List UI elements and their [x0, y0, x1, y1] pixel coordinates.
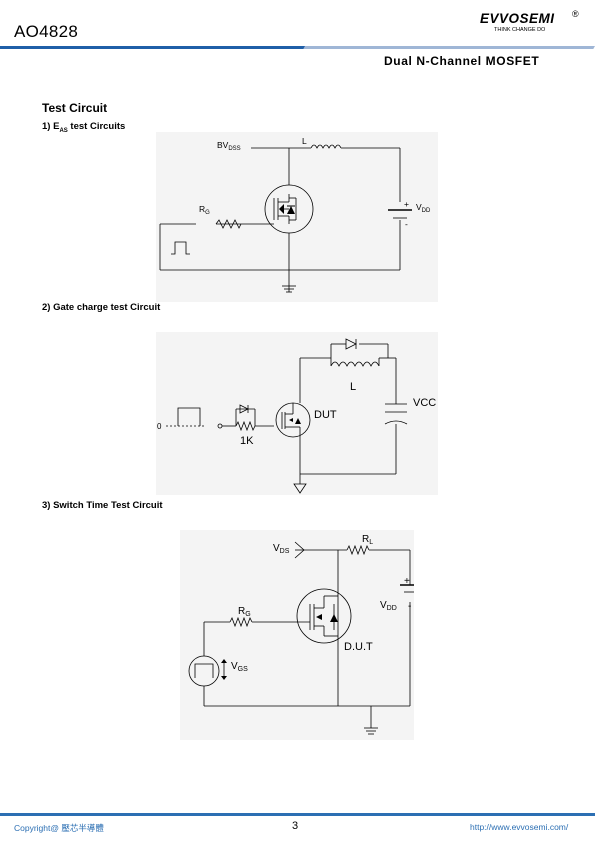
resistor-label: 1K [240, 435, 254, 447]
header-rule-accent [303, 46, 595, 49]
logo-text: EVVOSEMI [480, 11, 555, 26]
vcc-label: VCC [413, 397, 436, 409]
circuit-1-heading-rest: test Circuits [67, 121, 126, 132]
dut-label: D.U.T [344, 641, 373, 653]
dut-label: DUT [314, 409, 337, 421]
header-rule [0, 46, 330, 49]
inductor-l-label: L [350, 381, 356, 393]
vdd-label: VDD [380, 600, 397, 612]
switch-time-diagram: VDS RL + VDD - RG D.U.T VGS [188, 534, 414, 735]
registered-mark: ® [572, 9, 579, 19]
gate-charge-diagram: 0 1K DUT L VCC [157, 338, 436, 494]
rg-label: RG [199, 204, 210, 216]
section-title: Test Circuit [42, 101, 108, 115]
vdd-plus: + [404, 576, 410, 587]
circuit-2-heading: 2) Gate charge test Circuit [42, 302, 161, 313]
vdd-minus: - [408, 601, 411, 612]
page-number: 3 [292, 820, 299, 832]
input-label: 0 [157, 422, 162, 431]
vds-label: VDS [273, 543, 290, 555]
logo-tagline: THINK CHANGE DO [494, 27, 546, 33]
gate-charge-panel [156, 332, 438, 495]
switch-time-panel [180, 530, 414, 740]
rl-label: RL [362, 534, 373, 546]
inductor-label: L [302, 136, 307, 146]
circuit-1-heading-sub: AS [59, 127, 68, 134]
eas-circuit-diagram: BVDSS L RG + VDD - [159, 136, 431, 293]
footer-copyright: Copyright@ 壓芯半導體 [14, 823, 104, 833]
circuit-3-heading: 3) Switch Time Test Circuit [42, 500, 163, 511]
vdd-label: VDD [416, 202, 431, 214]
footer-website-link[interactable]: http://www.evvosemi.com/ [470, 822, 569, 832]
rg-label: RG [238, 606, 251, 618]
vdd-minus: - [405, 219, 408, 229]
circuit-1-heading: 1) EAS test Circuits [42, 121, 125, 134]
mosfet-arrow-icon [279, 204, 284, 214]
vgs-label: VGS [231, 661, 248, 673]
part-number: AO4828 [14, 22, 79, 41]
eas-circuit-panel [156, 132, 438, 302]
vdd-plus: + [404, 199, 409, 209]
brand-logo: EVVOSEMI ® THINK CHANGE DO [480, 9, 585, 37]
document-subtitle: Dual N-Channel MOSFET [384, 54, 540, 68]
circuit-1-heading-text: 1) E [42, 121, 60, 132]
bvdss-label: BVDSS [217, 140, 241, 152]
footer-rule [0, 813, 595, 816]
